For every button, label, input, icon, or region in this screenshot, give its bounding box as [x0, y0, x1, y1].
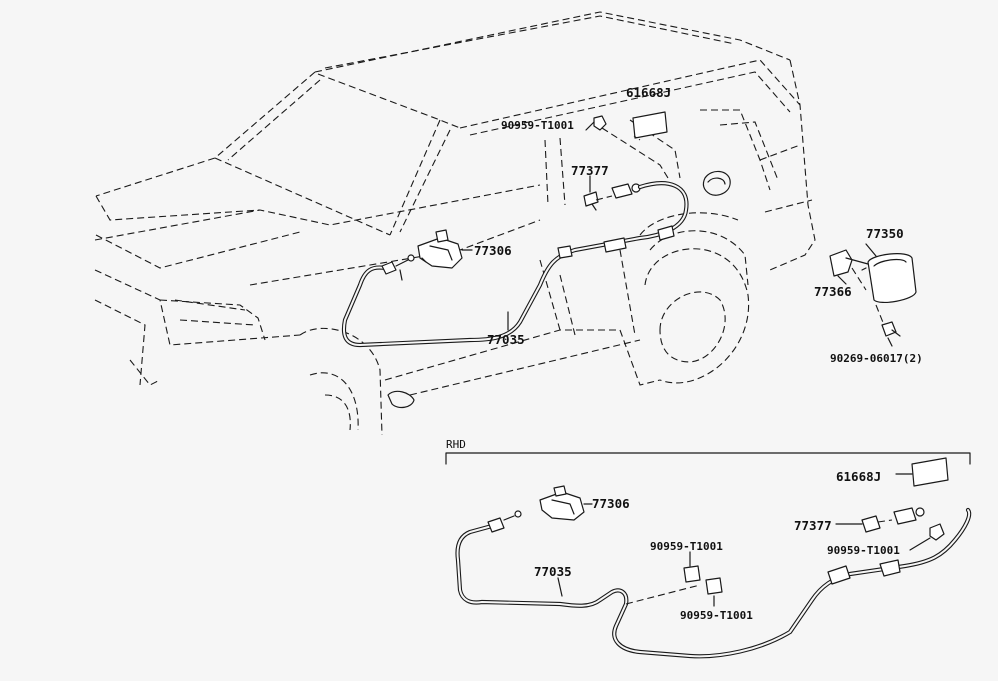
cable-clip-part: [593, 115, 669, 179]
label-plate: [632, 111, 668, 139]
upper-assembly: [341, 111, 917, 348]
label-cable: 77035: [487, 332, 525, 347]
fuel-lid-part: [861, 253, 917, 304]
rhd-bracket: [445, 452, 971, 465]
label-screw: 90269-06017(2): [830, 352, 923, 365]
label-plate-rhd: [911, 457, 949, 487]
label-opener-rhd: 77306: [592, 496, 630, 511]
label-61668j: 61668J: [626, 85, 671, 100]
opener-lever-part: [417, 229, 463, 269]
label-hinge: 77366: [814, 284, 852, 299]
label-lock-end-rhd: 77377: [794, 518, 832, 533]
screw-part: [875, 304, 901, 337]
label-clip: 90959-T1001: [501, 119, 574, 132]
label-clip-mid-rhd: 90959-T1001: [650, 540, 723, 553]
hinge-part: [829, 249, 869, 291]
label-lock-end: 77377: [571, 163, 609, 178]
label-clip-low-rhd: 90959-T1001: [680, 609, 753, 622]
lock-end-part: [583, 183, 641, 211]
label-61668j-rhd: 61668J: [836, 469, 881, 484]
lower-assembly: [455, 457, 972, 659]
label-clip-right-rhd: 90959-T1001: [827, 544, 900, 557]
label-fuel-lid: 77350: [866, 226, 904, 241]
label-opener: 77306: [474, 243, 512, 258]
label-cable-rhd: 77035: [534, 564, 572, 579]
vehicle-body-outline: [94, 11, 816, 436]
rhd-section-label: RHD: [446, 438, 466, 451]
